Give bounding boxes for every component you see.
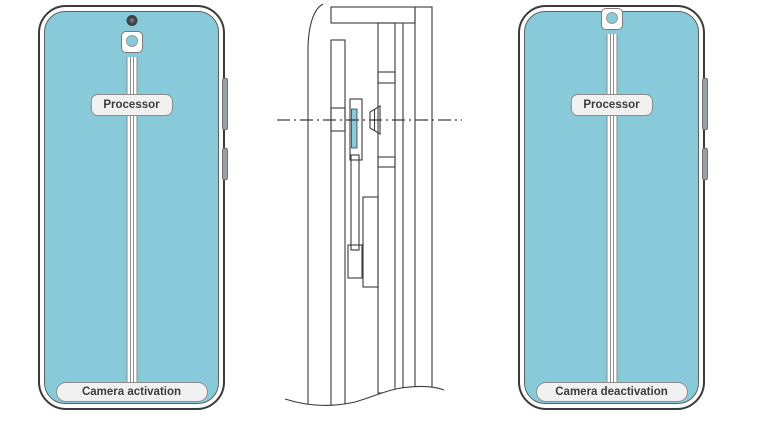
volume-button [702,78,708,130]
punch-hole-camera-icon [126,15,137,26]
processor-label: Processor [570,94,653,116]
image-sensor [351,108,358,149]
mid-frame-section [377,22,396,394]
break-mask [275,386,465,434]
processor-label: Processor [90,94,173,116]
phone-camera-inactive: Processor Camera deactivation [518,5,708,410]
back-cover-section [414,6,433,390]
power-button [702,148,708,180]
actuator-slider [347,244,363,279]
phone-screen: Processor Camera deactivation [524,11,699,404]
break-line [284,385,445,406]
shell-edge [307,3,324,404]
actuator-rod [350,154,360,251]
phone-screen: Processor Camera activation [44,11,219,404]
phone-camera-active: Processor Camera activation [38,5,228,410]
status-label-activation: Camera activation [55,382,208,402]
actuator-body [362,196,379,288]
camera-barrel [369,105,381,135]
camera-module-icon [600,8,623,30]
frame-joint-lower [377,156,396,168]
signal-trace [126,57,137,384]
cross-section-drawing [275,3,465,434]
status-label-deactivation: Camera deactivation [535,382,688,402]
display-section [330,39,346,407]
camera-lens-icon [605,12,618,24]
camera-lens-icon [125,35,138,47]
top-frame-section [330,6,416,24]
signal-trace [606,34,617,384]
camera-module-icon [120,31,143,53]
frame-joint-upper [377,71,396,84]
sensor-carrier [349,98,363,161]
volume-button [222,78,228,130]
power-button [222,148,228,180]
